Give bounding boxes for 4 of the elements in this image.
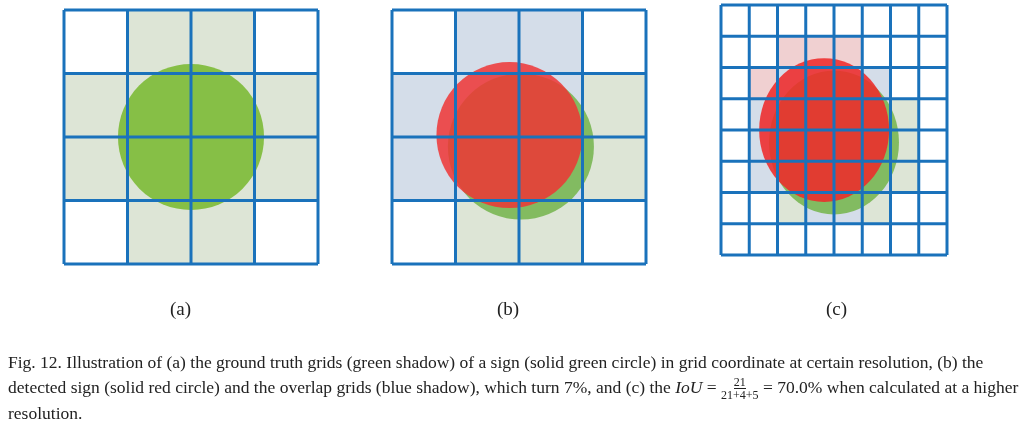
panel-label: (c) bbox=[826, 298, 848, 320]
figure-caption: Fig. 12. Illustration of (a) the ground truth grids (green shadow) of a sign (solid green circle) in grid coordinate at certain resolution, (b) the detected sign (solid red circle) and the overlap grids (blue shadow), which turn 7%, and (c) the IoU = $^{21}$$_{21+4+5}$ = 70.0% when calculated at a higher resolution. bbox=[8, 351, 1020, 426]
panel-label: (a) bbox=[170, 298, 192, 320]
panel-label: (b) bbox=[497, 298, 520, 320]
